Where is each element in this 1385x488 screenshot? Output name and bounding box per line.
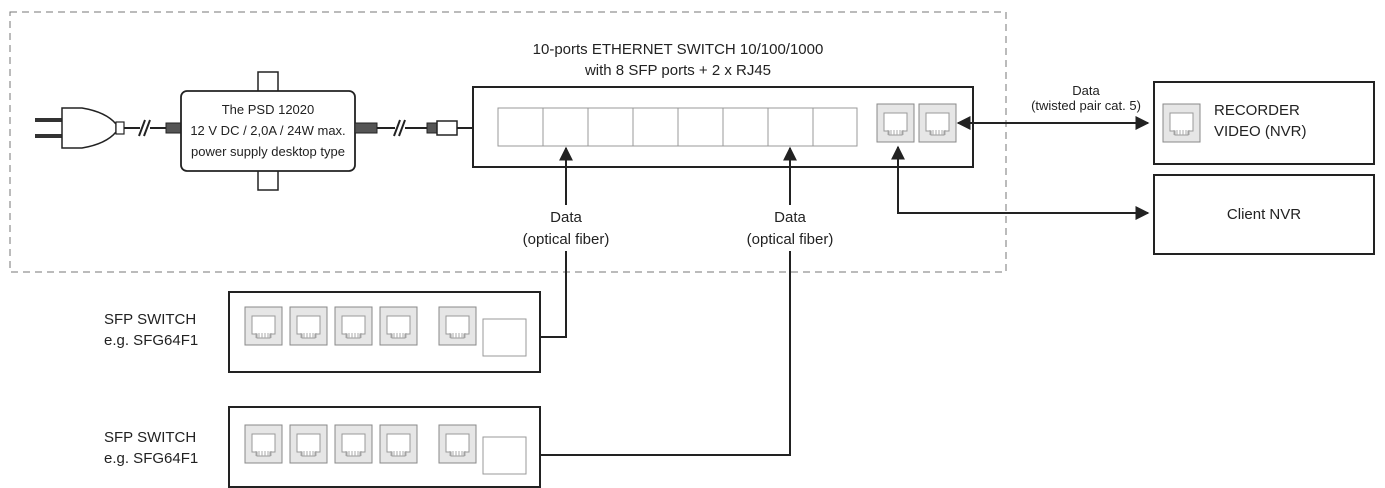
sfp-switch-1-line1: SFP SWITCH [104,311,196,328]
recorder-label-line2: VIDEO (NVR) [1214,123,1307,140]
psu-label-line2: 12 V DC / 2,0A / 24W max. [190,123,345,138]
fiber-link-2-line2: (optical fiber) [747,231,834,248]
power-supply-box: The PSD 12020 12 V DC / 2,0A / 24W max. … [180,71,356,191]
rj45-port-icon [244,306,283,346]
sfp-port [482,318,527,357]
rj45-port-icon [438,424,477,464]
switch-title-line1: 10-ports ETHERNET SWITCH 10/100/1000 [533,41,824,58]
psu-label-line3: power supply desktop type [191,144,345,159]
sfp-port [812,107,858,147]
sfp-port [632,107,679,147]
client-nvr-box: Client NVR [1153,174,1375,255]
rj45-port-icon [876,103,915,143]
sfp-port [722,107,769,147]
link-nvr-label-line2: (twisted pair cat. 5) [1031,98,1141,113]
rj45-port-icon [1162,103,1201,143]
dashed-enclosure [9,11,1007,273]
sfp-port [497,107,544,147]
rj45-port-icon [438,306,477,346]
sfp-port-row [497,107,858,147]
rj45-port-icon [334,306,373,346]
psu-label-line1: The PSD 12020 [222,102,315,117]
sfp-port [677,107,724,147]
sfp-port [482,436,527,475]
rj45-port-icon [289,424,328,464]
fiber-link-2-line1: Data [774,209,806,226]
sfp-switch-1 [228,291,541,373]
sfp-switch-1-line2: e.g. SFG64F1 [104,332,198,349]
sfp-port [587,107,634,147]
rj45-port-icon [918,103,957,143]
rj45-port-icon [289,306,328,346]
fiber-link-1-line1: Data [550,209,582,226]
power-plug-icon [35,107,125,149]
sfp-switch-2 [228,406,541,488]
recorder-nvr-box: RECORDER VIDEO (NVR) [1153,81,1375,165]
sfp-port [767,107,814,147]
power-cable-left [124,119,182,137]
rj45-port-icon [244,424,283,464]
link-switch-client [891,145,1150,220]
rj45-port-icon [379,424,418,464]
sfp-switch-2-line1: SFP SWITCH [104,429,196,446]
switch-title-line2: with 8 SFP ports + 2 x RJ45 [584,62,771,79]
client-label: Client NVR [1227,206,1301,223]
fiber-link-2-down [500,251,791,462]
main-ethernet-switch [472,86,974,168]
link-nvr-label-line1: Data [1072,83,1100,98]
sfp-switch-2-line2: e.g. SFG64F1 [104,450,198,467]
fiber-link-1-line2: (optical fiber) [523,231,610,248]
rj45-port-icon [379,306,418,346]
power-cable-right [354,119,473,137]
sfp-port [542,107,589,147]
recorder-label-line1: RECORDER [1214,102,1300,119]
rj45-port-icon [334,424,373,464]
